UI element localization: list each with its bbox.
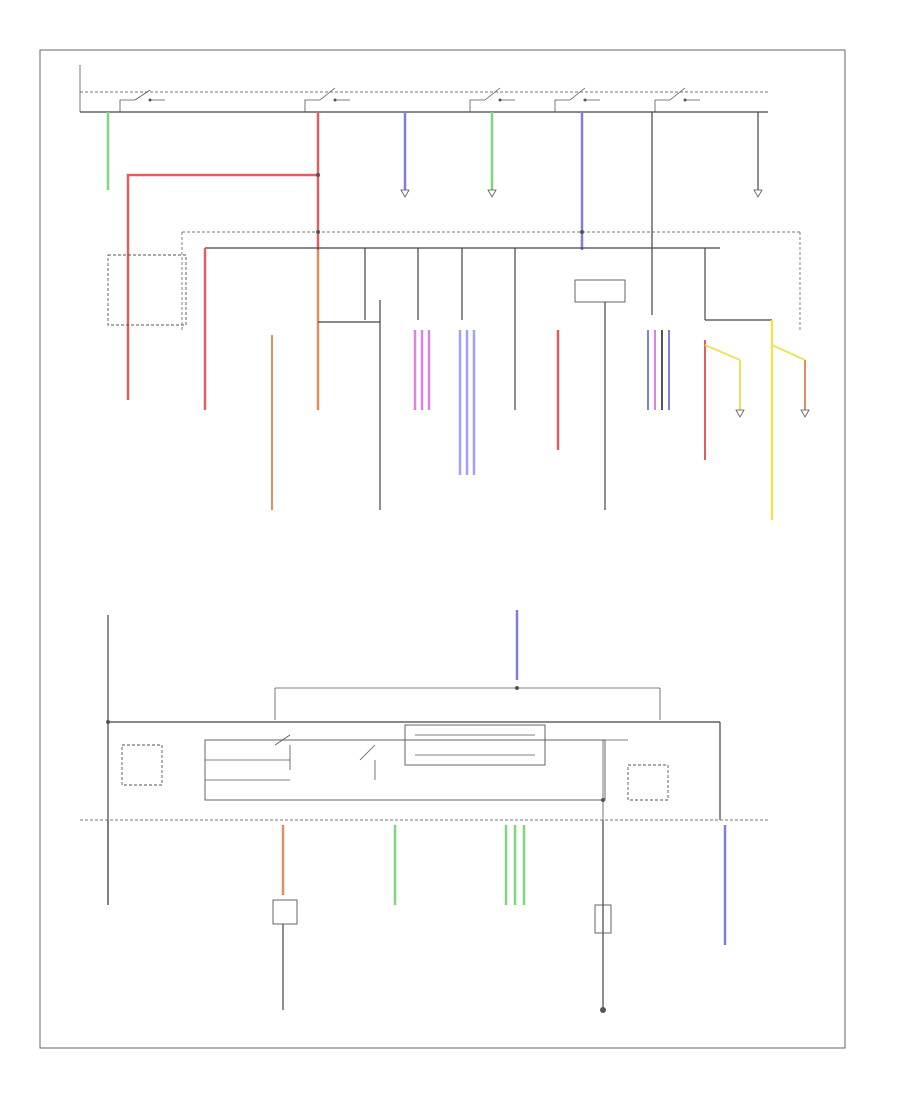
junction-dots [106,173,605,802]
diagram-border [39,49,846,1049]
switch-1-contact [148,98,152,102]
internal-switch-1 [274,734,291,770]
fuse-drops [203,248,706,410]
yellow-branch-2 [771,344,806,361]
switch-4-contact [583,98,587,102]
switch-5 [654,87,700,112]
module-dual-bar [404,724,546,766]
connector-symbol-5 [800,409,810,418]
switch-2-contact [333,98,337,102]
switch-group-top [119,87,700,112]
blue-wire-bundle [458,330,476,475]
module-relay-small [121,744,163,786]
switch-1 [119,89,165,112]
switch-4 [554,87,600,112]
relay-box-left [107,254,187,326]
connector-symbol-3 [753,189,763,198]
switch-2 [304,87,350,112]
ground-point [600,1007,606,1013]
switch-5-contact [683,98,687,102]
switch-3 [469,87,515,112]
internal-switch-2 [359,744,376,780]
bottom-green-bundle [504,825,526,905]
module-relay-right [627,764,669,801]
relay-box-top-right [574,279,626,303]
multi-color-bundle [647,330,670,410]
switch-3-contact [498,98,502,102]
connector-symbol-4 [735,409,745,418]
bottom-component-box-1 [272,899,298,925]
yellow-branch-1 [704,344,741,361]
red-branch-left [126,173,318,400]
connector-symbol-2 [487,189,497,198]
pink-wire-bundle [413,330,431,410]
bottom-component-box-2 [594,904,612,934]
connector-symbol-1 [400,189,410,198]
